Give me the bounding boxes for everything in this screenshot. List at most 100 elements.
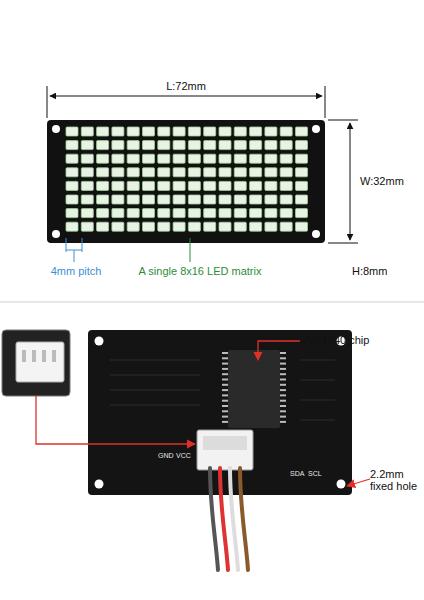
- led: [143, 168, 155, 177]
- chip-pin: [222, 405, 286, 407]
- led: [81, 222, 93, 231]
- chip-pin: [222, 394, 286, 396]
- led: [143, 154, 155, 163]
- led: [250, 141, 262, 150]
- chip-pin: [222, 373, 286, 375]
- pin-name: SDA: [290, 470, 304, 478]
- led: [143, 195, 155, 204]
- chip-pin: [222, 400, 286, 402]
- led: [158, 168, 170, 177]
- led: [173, 127, 185, 136]
- led: [265, 181, 277, 190]
- led: [143, 181, 155, 190]
- pin-name: GND: [158, 452, 174, 460]
- led: [265, 195, 277, 204]
- led: [112, 222, 124, 231]
- led: [97, 181, 109, 190]
- led: [66, 141, 78, 150]
- led: [81, 209, 93, 218]
- led: [250, 209, 262, 218]
- led: [112, 209, 124, 218]
- led: [66, 168, 78, 177]
- led: [265, 168, 277, 177]
- led: [143, 141, 155, 150]
- led: [265, 222, 277, 231]
- led: [265, 209, 277, 218]
- led: [296, 195, 308, 204]
- led: [234, 168, 246, 177]
- led: [265, 141, 277, 150]
- led: [265, 154, 277, 163]
- led: [296, 127, 308, 136]
- led: [219, 209, 231, 218]
- led: [219, 127, 231, 136]
- callout-label: 2.2mm fixed hole: [370, 468, 420, 492]
- led: [97, 141, 109, 150]
- led: [234, 195, 246, 204]
- led: [127, 154, 139, 163]
- led: [296, 209, 308, 218]
- led: [250, 195, 262, 204]
- led: [204, 154, 216, 163]
- led: [97, 127, 109, 136]
- chip-pin: [222, 368, 286, 370]
- led: [188, 141, 200, 150]
- led: [158, 195, 170, 204]
- chip-pin: [222, 379, 286, 381]
- led: [234, 127, 246, 136]
- led: [173, 195, 185, 204]
- led: [112, 168, 124, 177]
- led: [173, 209, 185, 218]
- led: [66, 222, 78, 231]
- led: [97, 168, 109, 177]
- callout-label: AIP1640 chip: [304, 334, 369, 346]
- led: [188, 127, 200, 136]
- led: [250, 168, 262, 177]
- chip-pin: [222, 389, 286, 391]
- led: [127, 181, 139, 190]
- dimension-label: W:32mm: [360, 175, 404, 187]
- aip1640-chip: [222, 350, 286, 428]
- led: [204, 141, 216, 150]
- led: [219, 168, 231, 177]
- led: [112, 195, 124, 204]
- led: [173, 181, 185, 190]
- led: [280, 222, 292, 231]
- led: [204, 195, 216, 204]
- chip-pin: [222, 421, 286, 423]
- led: [280, 127, 292, 136]
- led: [127, 195, 139, 204]
- leader-line: [190, 238, 191, 262]
- led: [204, 168, 216, 177]
- led: [143, 209, 155, 218]
- led: [81, 195, 93, 204]
- led: [112, 181, 124, 190]
- led: [143, 222, 155, 231]
- led: [66, 181, 78, 190]
- led: [97, 154, 109, 163]
- led: [158, 209, 170, 218]
- led: [280, 209, 292, 218]
- led: [173, 141, 185, 150]
- pin-name: VCC: [176, 452, 191, 460]
- led: [127, 222, 139, 231]
- led: [265, 127, 277, 136]
- led-grid: [66, 127, 308, 231]
- led: [219, 141, 231, 150]
- led: [219, 222, 231, 231]
- led: [250, 222, 262, 231]
- led: [234, 181, 246, 190]
- led: [127, 168, 139, 177]
- led: [81, 168, 93, 177]
- led: [127, 141, 139, 150]
- led: [66, 127, 78, 136]
- led: [188, 222, 200, 231]
- led: [66, 154, 78, 163]
- led: [66, 209, 78, 218]
- pitch-label: 4mm pitch: [51, 265, 102, 277]
- led: [280, 181, 292, 190]
- led: [173, 168, 185, 177]
- chip-pin: [222, 352, 286, 354]
- connector: [197, 430, 253, 570]
- led: [204, 181, 216, 190]
